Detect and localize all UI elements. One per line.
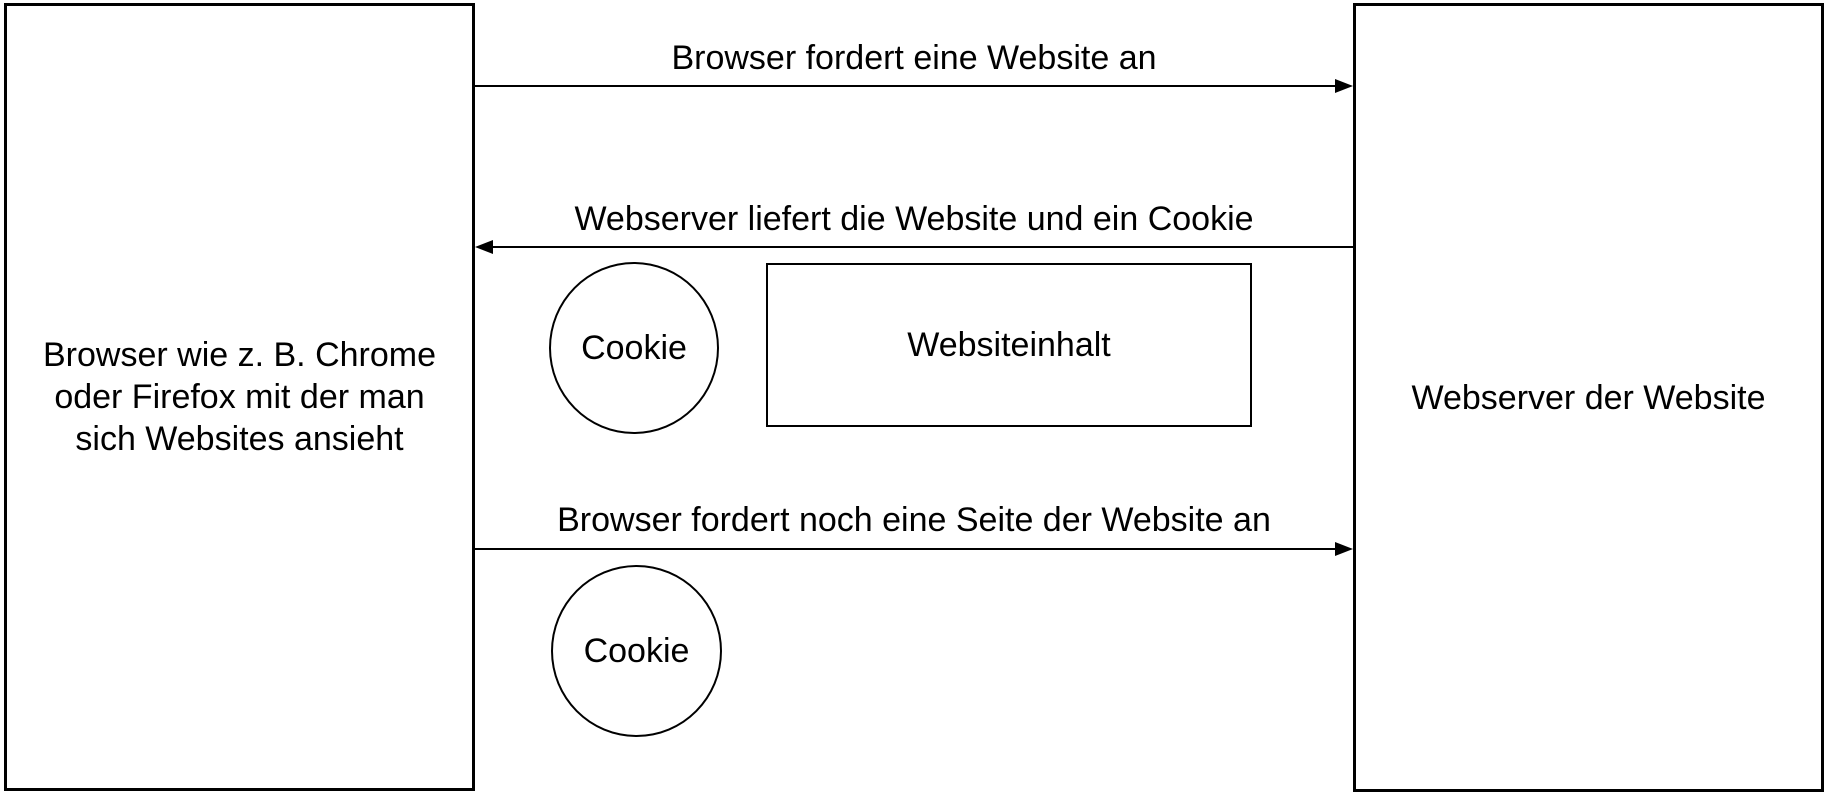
cookie-circle-first-label: Cookie [581, 328, 687, 367]
cookie-circle-second: Cookie [551, 565, 722, 737]
message-3-arrowhead-icon [1335, 542, 1353, 556]
browser-box-label-line: oder Firefox mit der man [54, 378, 425, 416]
message-3-arrow-line [475, 548, 1337, 550]
cookie-circle-second-label: Cookie [583, 631, 690, 670]
webserver-box-label: Webserver der Website [1411, 378, 1766, 417]
browser-box-label-line: sich Websites ansieht [75, 420, 404, 458]
browser-box-label-line: Browser wie z. B. Chrome [43, 336, 436, 374]
message-3-label: Browser fordert noch eine Seite der Webs… [557, 501, 1271, 539]
message-2-arrowhead-icon [475, 240, 493, 254]
website-content-box: Websiteinhalt [766, 263, 1252, 427]
website-content-label: Websiteinhalt [907, 325, 1111, 364]
browser-box: Browser wie z. B. Chrome oder Firefox mi… [4, 3, 475, 791]
browser-box-label: Browser wie z. B. Chrome oder Firefox mi… [43, 334, 436, 460]
message-1-arrow-line [475, 85, 1337, 87]
cookie-circle-first: Cookie [549, 262, 719, 434]
webserver-box: Webserver der Website [1353, 3, 1824, 792]
message-2-arrow-line [491, 246, 1353, 248]
message-1-arrowhead-icon [1335, 79, 1353, 93]
message-1-label: Browser fordert eine Website an [671, 39, 1157, 77]
message-2-label: Webserver liefert die Website und ein Co… [574, 200, 1254, 238]
